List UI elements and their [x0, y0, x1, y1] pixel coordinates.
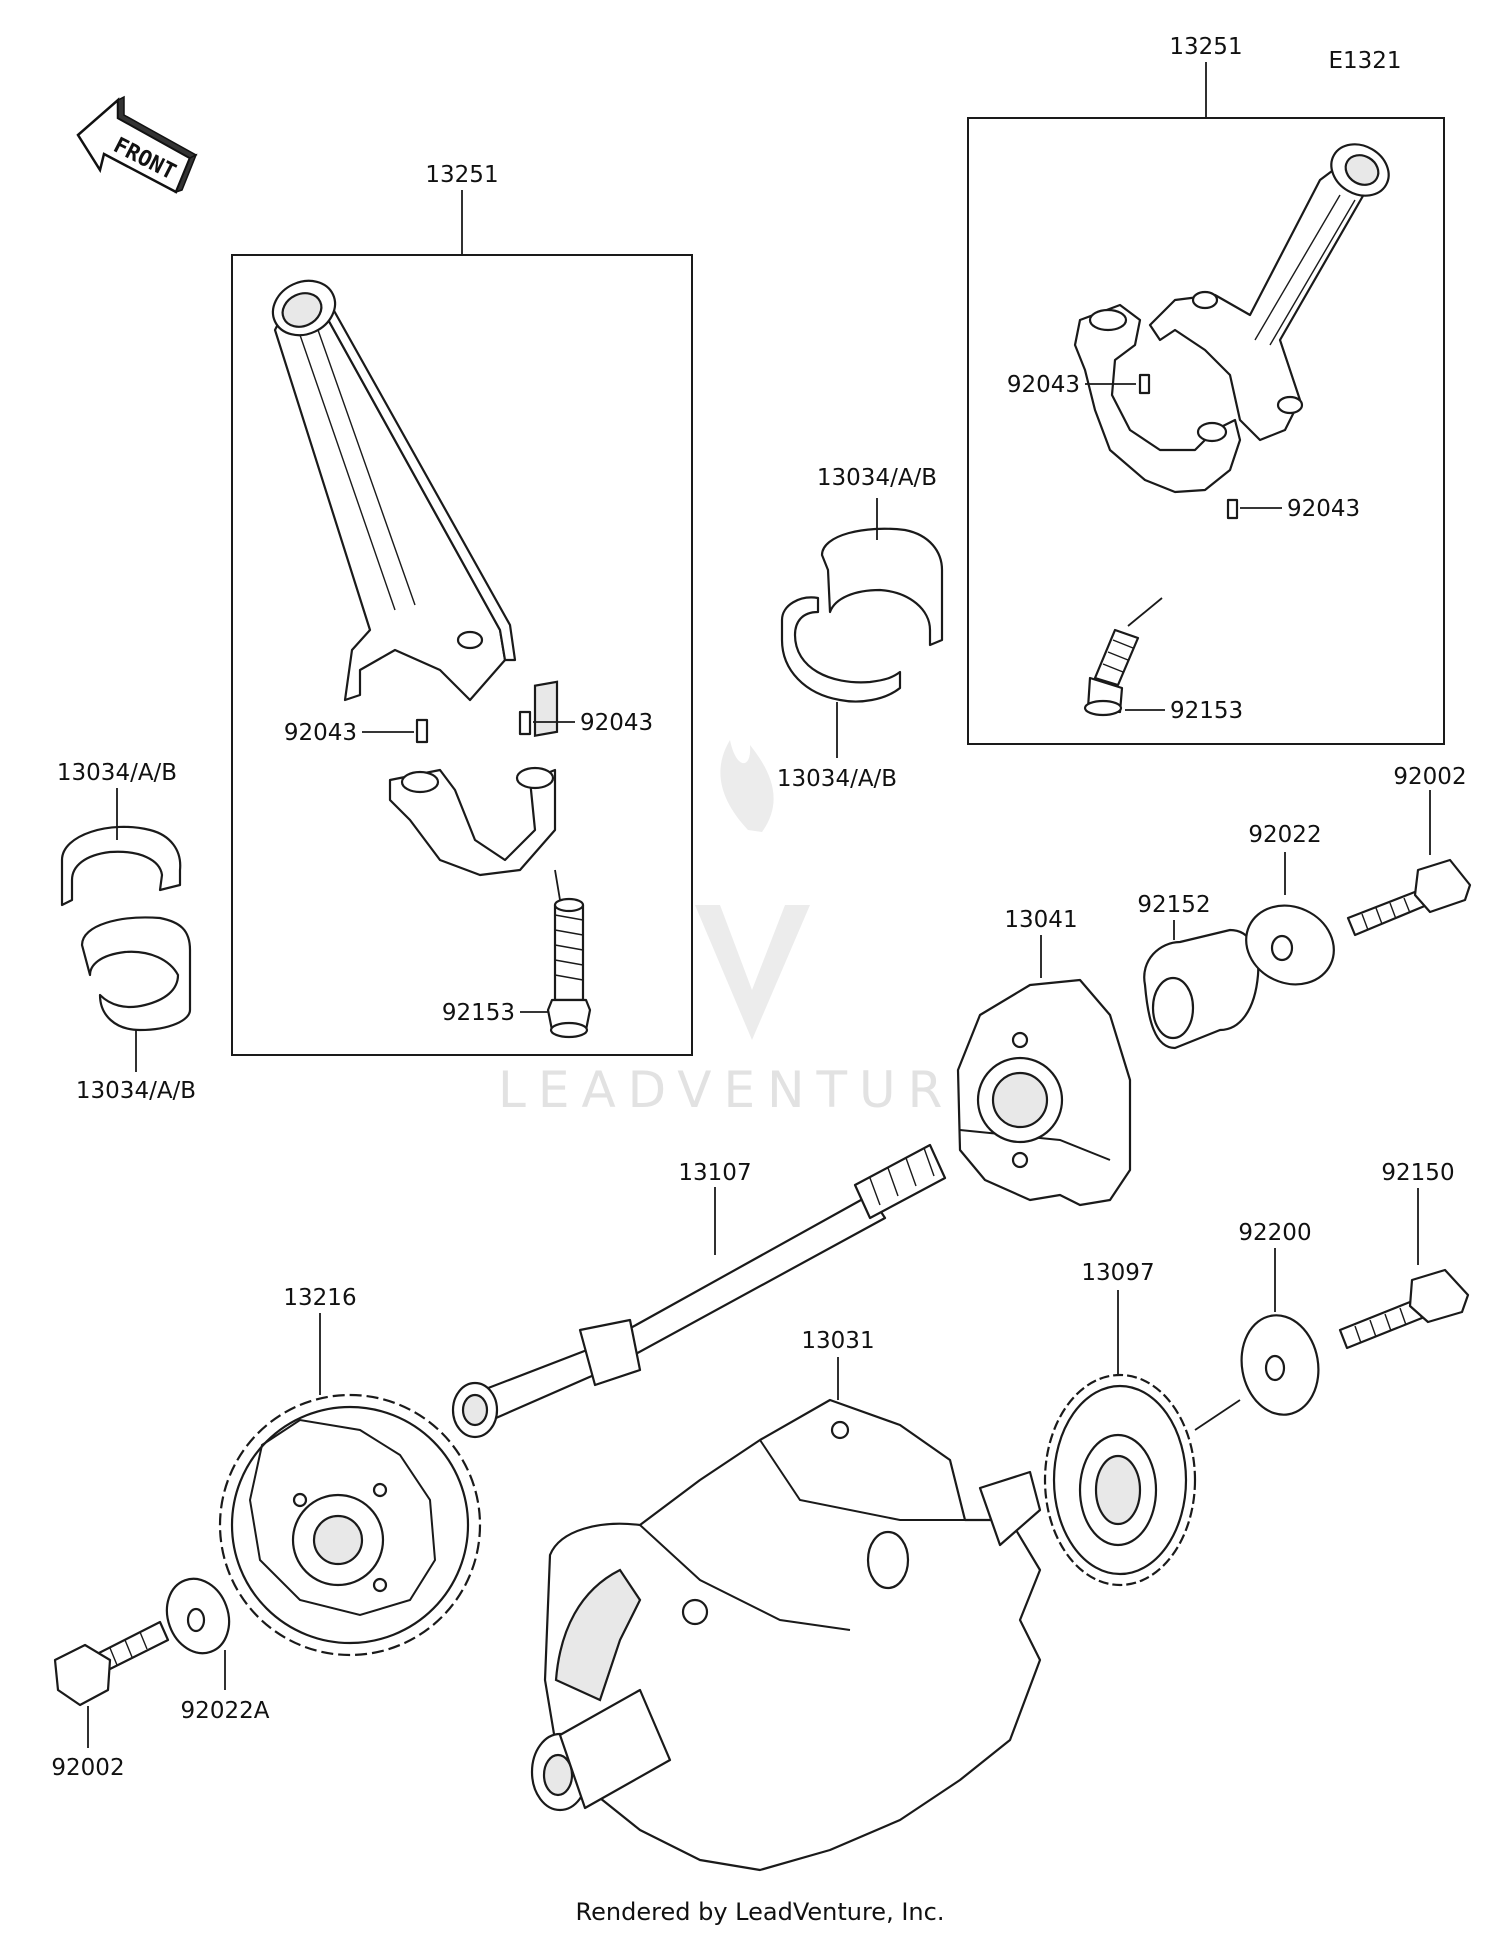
label-washer-bottom-left[interactable]: 92022A	[181, 1698, 270, 1724]
label-balancer-gear[interactable]: 13216	[283, 1285, 356, 1311]
bearing-left-bottom[interactable]	[80, 916, 192, 1032]
watermark-text: LEADVENTURE	[498, 1061, 998, 1119]
balancer-shaft[interactable]	[451, 1143, 947, 1439]
knock-pin-left-b[interactable]	[518, 710, 532, 736]
label-balancer-shaft[interactable]: 13107	[678, 1160, 751, 1186]
collar[interactable]	[1143, 928, 1260, 1050]
front-arrow-icon: FRONT	[76, 95, 198, 194]
label-knock-pin-right-b[interactable]: 92043	[1287, 496, 1360, 522]
knock-pin-left-a[interactable]	[415, 718, 429, 744]
label-rod-set-right[interactable]: 13251	[1169, 34, 1242, 60]
knock-pin-right-b[interactable]	[1226, 498, 1239, 520]
label-collar[interactable]: 92152	[1137, 892, 1210, 918]
label-knock-pin-left-b[interactable]: 92043	[580, 710, 653, 736]
bolt-mid-right[interactable]	[1338, 1268, 1470, 1350]
label-bearing-left-top[interactable]: 13034/A/B	[57, 760, 177, 786]
label-rod-bolt-right[interactable]: 92153	[1170, 698, 1243, 724]
label-bolt-mid-right[interactable]: 92150	[1381, 1160, 1454, 1186]
rod-bolt-left[interactable]	[546, 897, 592, 1039]
label-bolt-top-right[interactable]: 92002	[1393, 764, 1466, 790]
balancer-weight[interactable]	[956, 978, 1132, 1207]
bearing-center-top[interactable]	[820, 527, 944, 647]
label-knock-pin-right-a[interactable]: 92043	[1007, 372, 1080, 398]
balancer-gear[interactable]	[218, 1393, 482, 1657]
washer-top-right[interactable]	[1233, 892, 1347, 999]
label-crankshaft[interactable]: 13031	[801, 1328, 874, 1354]
label-washer-mid-right[interactable]: 92200	[1238, 1220, 1311, 1246]
label-bearing-left-bottom[interactable]: 13034/A/B	[76, 1078, 196, 1104]
bolt-bottom-left[interactable]	[53, 1620, 170, 1707]
washer-bottom-left[interactable]	[157, 1570, 239, 1662]
diagram-code: E1321	[1328, 48, 1401, 74]
knock-pin-right-a[interactable]	[1138, 373, 1151, 395]
label-knock-pin-left-a[interactable]: 92043	[284, 720, 357, 746]
label-rod-set-left[interactable]: 13251	[425, 162, 498, 188]
bolt-top-right[interactable]	[1346, 858, 1472, 937]
label-bearing-center-bottom[interactable]: 13034/A/B	[777, 766, 897, 792]
crank-gear[interactable]	[1043, 1373, 1197, 1587]
label-washer-top-right[interactable]: 92022	[1248, 822, 1321, 848]
crankshaft[interactable]	[530, 1398, 1042, 1872]
connecting-rod-left[interactable]	[264, 271, 517, 702]
footer-credit: Rendered by LeadVenture, Inc.	[576, 1898, 945, 1926]
washer-mid-right[interactable]	[1234, 1309, 1326, 1421]
label-rod-bolt-left[interactable]: 92153	[442, 1000, 515, 1026]
rod-cap-right[interactable]	[1073, 303, 1242, 494]
bearing-left-top[interactable]	[60, 825, 182, 907]
bearing-center-bottom[interactable]	[780, 596, 902, 703]
watermark: LEADVENTURE	[498, 740, 998, 1119]
label-crank-gear[interactable]: 13097	[1081, 1260, 1154, 1286]
rod-bolt-right[interactable]	[1083, 628, 1140, 717]
label-flywheel[interactable]: 13041	[1004, 907, 1077, 933]
rod-cap-left[interactable]	[388, 680, 559, 877]
label-bearing-center-top[interactable]: 13034/A/B	[817, 465, 937, 491]
connecting-rod-right[interactable]	[1148, 134, 1398, 442]
label-bolt-bottom-left[interactable]: 92002	[51, 1755, 124, 1781]
